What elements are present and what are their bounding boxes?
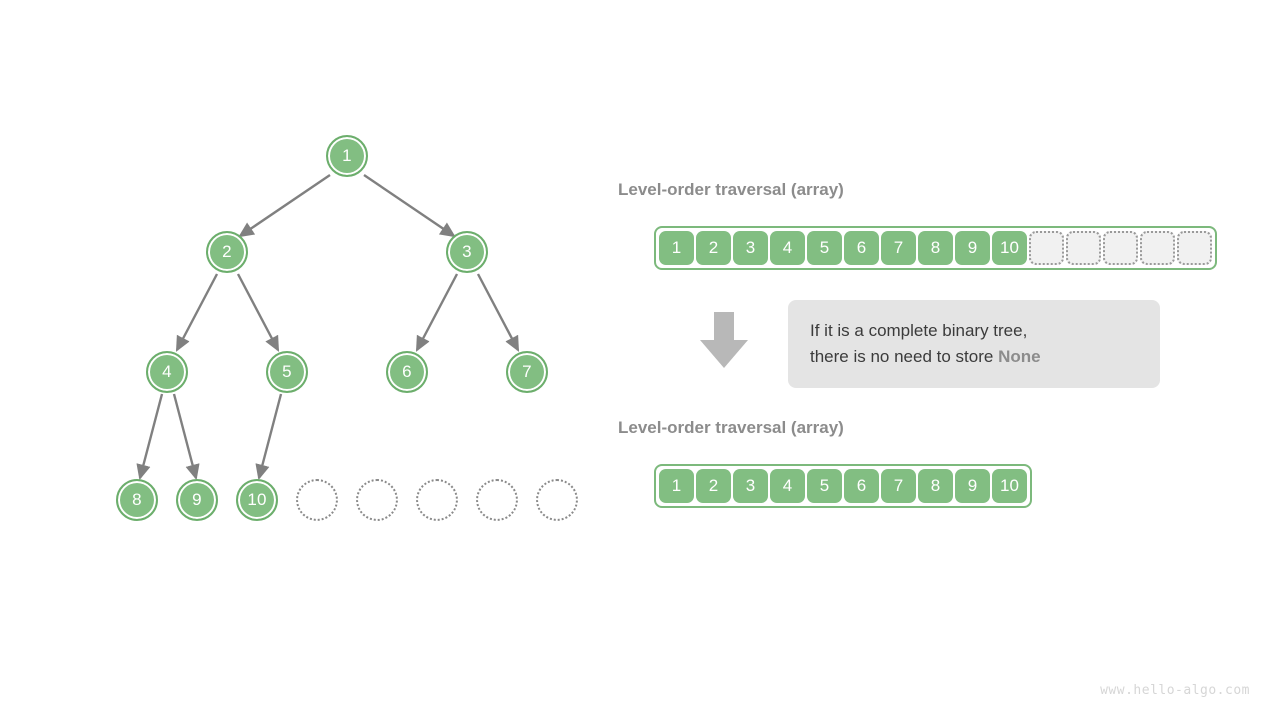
array-with-none-empty-cell-0 (1029, 231, 1064, 265)
note-text: If it is a complete binary tree, there i… (810, 318, 1041, 371)
tree-edge-3-6 (415, 273, 459, 352)
tree-node-label: 10 (247, 490, 267, 509)
note-line-1: If it is a complete binary tree, (810, 320, 1028, 340)
tree-node-placeholder-1 (296, 479, 338, 521)
tree-node-3: 3 (446, 231, 488, 273)
array-with-none-cell-8: 9 (955, 231, 990, 265)
tree-edge-1-3 (363, 174, 456, 238)
tree-edge-3-7 (476, 273, 520, 352)
array-with-none-cell-4: 5 (807, 231, 842, 265)
array-compact-cell-5: 6 (844, 469, 879, 503)
tree-node-7: 7 (506, 351, 548, 393)
array-compact-cell-9: 10 (992, 469, 1027, 503)
array-with-none-cell-3: 4 (770, 231, 805, 265)
array-with-none-cell-5: 6 (844, 231, 879, 265)
tree-node-placeholder-2 (356, 479, 398, 521)
array-with-none-cell-0: 1 (659, 231, 694, 265)
array-with-none-cell-6: 7 (881, 231, 916, 265)
array-with-none-cell-2: 3 (733, 231, 768, 265)
tree-edge-2-5 (236, 273, 280, 352)
tree-edge-4-8 (136, 393, 164, 481)
note-none-keyword: None (998, 347, 1041, 366)
array-compact-cell-6: 7 (881, 469, 916, 503)
array-with-none-empty-cell-4 (1177, 231, 1212, 265)
complete-binary-tree-note: If it is a complete binary tree, there i… (788, 300, 1160, 388)
array-with-none-cell-1: 2 (696, 231, 731, 265)
array-with-none-cell-9: 10 (992, 231, 1027, 265)
tree-node-4: 4 (146, 351, 188, 393)
tree-node-10: 10 (236, 479, 278, 521)
tree-edge-2-4 (175, 273, 219, 352)
array-compact-heading: Level-order traversal (array) (618, 418, 844, 437)
array-with-none-empty-cell-3 (1140, 231, 1175, 265)
tree-node-5: 5 (266, 351, 308, 393)
tree-node-label: 6 (402, 362, 412, 381)
tree-edges-layer (136, 174, 520, 481)
watermark: www.hello-algo.com (1100, 683, 1250, 698)
tree-node-placeholder-5 (536, 479, 578, 521)
tree-node-label: 8 (132, 490, 142, 509)
tree-node-label: 5 (282, 362, 292, 381)
tree-node-9: 9 (176, 479, 218, 521)
tree-edge-5-10 (255, 393, 283, 481)
array-with-none-empty-cell-1 (1066, 231, 1101, 265)
tree-node-label: 9 (192, 490, 202, 509)
array-with-none-empty-cell-2 (1103, 231, 1138, 265)
array-with-none-heading: Level-order traversal (array) (618, 180, 844, 199)
tree-edge-1-2 (238, 174, 331, 238)
array-compact-cell-1: 2 (696, 469, 731, 503)
down-arrow-icon (700, 312, 748, 368)
note-line-2-prefix: there is no need to store (810, 347, 999, 366)
tree-node-placeholder-3 (416, 479, 458, 521)
tree-edge-4-9 (172, 393, 200, 481)
tree-node-label: 2 (222, 242, 232, 261)
tree-node-8: 8 (116, 479, 158, 521)
tree-node-placeholder-4 (476, 479, 518, 521)
tree-node-1: 1 (326, 135, 368, 177)
array-compact-cell-2: 3 (733, 469, 768, 503)
tree-node-label: 1 (342, 146, 352, 165)
array-with-none-cell-7: 8 (918, 231, 953, 265)
array-compact-cell-4: 5 (807, 469, 842, 503)
tree-node-label: 7 (522, 362, 532, 381)
tree-node-2: 2 (206, 231, 248, 273)
array-compact-cell-8: 9 (955, 469, 990, 503)
tree-node-label: 4 (162, 362, 172, 381)
array-compact-cell-0: 1 (659, 469, 694, 503)
array-compact-cell-7: 8 (918, 469, 953, 503)
array-compact-cell-3: 4 (770, 469, 805, 503)
tree-node-6: 6 (386, 351, 428, 393)
tree-node-label: 3 (462, 242, 472, 261)
